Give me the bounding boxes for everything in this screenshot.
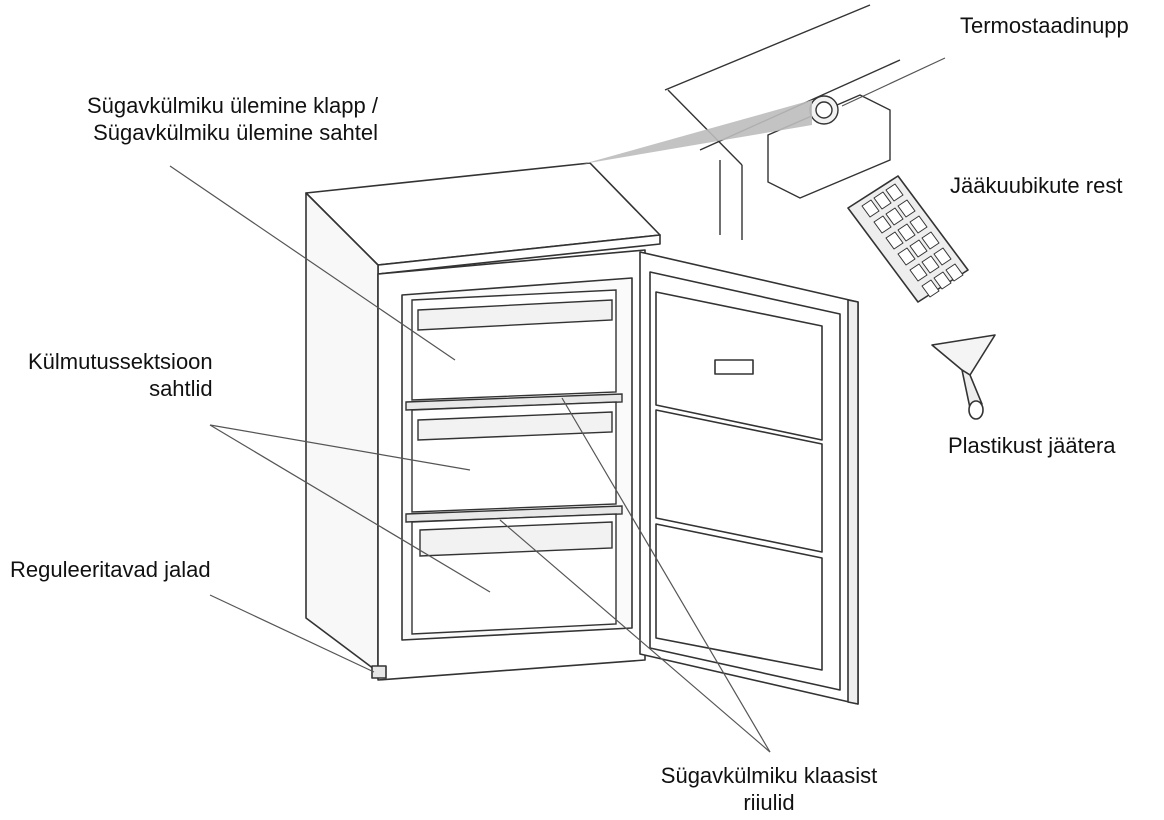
- inset-frame-line-1: [664, 4, 871, 91]
- freezer-door: [639, 251, 859, 705]
- cabinet-left-side: [305, 192, 379, 673]
- door-edge: [847, 299, 859, 705]
- label-glass-line-2: riiulid: [743, 790, 795, 815]
- label-freezer-drawers: Külmutussektsioon sahtlid: [28, 348, 213, 402]
- label-feet-text: Reguleeritavad jalad: [10, 557, 211, 582]
- ice-tray-cell: [885, 207, 904, 226]
- thermostat-pointer-wedge: [583, 100, 812, 164]
- label-ice-cube-tray: Jääkuubikute rest: [950, 172, 1122, 199]
- label-adjustable-feet: Reguleeritavad jalad: [10, 556, 211, 583]
- ice-tray-cell: [873, 215, 892, 234]
- glass-shelf-1: [405, 393, 623, 411]
- adjustable-foot: [371, 665, 387, 679]
- freezer-drawers: [405, 289, 623, 635]
- drawer-1-handle: [417, 299, 613, 331]
- glass-shelf-2: [405, 505, 623, 523]
- callout-thermostat: [841, 57, 946, 107]
- ice-tray-cell: [897, 199, 916, 218]
- ice-tray-cell: [909, 239, 928, 258]
- ice-tray-cell: [921, 255, 940, 274]
- label-glass-shelves: Sügavkülmiku klaasist riiulid: [637, 762, 901, 816]
- callout-lines: [169, 57, 946, 753]
- callout-top-flap: [169, 165, 456, 361]
- callout-feet: [209, 594, 375, 673]
- ice-tray-cell: [909, 215, 928, 234]
- ice-tray-cell: [909, 263, 928, 282]
- ice-tray-cell: [885, 183, 904, 202]
- ice-tray-cell: [921, 279, 940, 298]
- drawer-3-handle: [419, 521, 613, 557]
- ice-tray-cell: [885, 231, 904, 250]
- label-scraper-text: Plastikust jäätera: [948, 433, 1116, 458]
- plastic-scraper: [931, 334, 996, 420]
- ice-tray-cell: [933, 271, 952, 290]
- door-badge: [714, 359, 754, 375]
- label-ice-tray-text: Jääkuubikute rest: [950, 173, 1123, 198]
- ice-tray-cell: [873, 191, 892, 210]
- callout-drawers-b: [209, 424, 491, 593]
- label-glass-line-1: Sügavkülmiku klaasist: [660, 763, 878, 788]
- callout-drawers-a: [209, 424, 471, 471]
- label-top-flap-line-2: Sügavkülmiku ülemine sahtel: [93, 120, 378, 145]
- thermostat-housing: [767, 94, 891, 199]
- drawer-2-handle: [417, 411, 613, 441]
- door-panel-middle: [655, 409, 823, 553]
- inset-frame-line-3: [667, 89, 743, 166]
- ice-tray-cell: [921, 231, 940, 250]
- label-top-flap-line-1: Sügavkülmiku ülemine klapp /: [86, 93, 378, 118]
- callout-glass-b: [499, 519, 771, 753]
- ice-tray-cell: [897, 247, 916, 266]
- label-drawers-line-1: Külmutussektsioon: [28, 349, 213, 374]
- ice-tray-cell: [945, 263, 964, 282]
- ice-tray-cell: [933, 247, 952, 266]
- ice-cube-tray: [847, 175, 969, 303]
- label-drawers-line-2: sahtlid: [149, 376, 213, 401]
- ice-tray-cell: [897, 223, 916, 242]
- ice-tray-cell: [861, 199, 880, 218]
- label-plastic-scraper: Plastikust jäätera: [948, 432, 1116, 459]
- callout-glass-a: [561, 397, 771, 753]
- door-panel-bottom: [655, 523, 823, 671]
- label-thermostat-knob: Termostaadinupp: [960, 12, 1129, 39]
- label-thermostat-text: Termostaadinupp: [960, 13, 1129, 38]
- label-freezer-top-flap: Sügavkülmiku ülemine klapp / Sügavkülmik…: [87, 92, 378, 146]
